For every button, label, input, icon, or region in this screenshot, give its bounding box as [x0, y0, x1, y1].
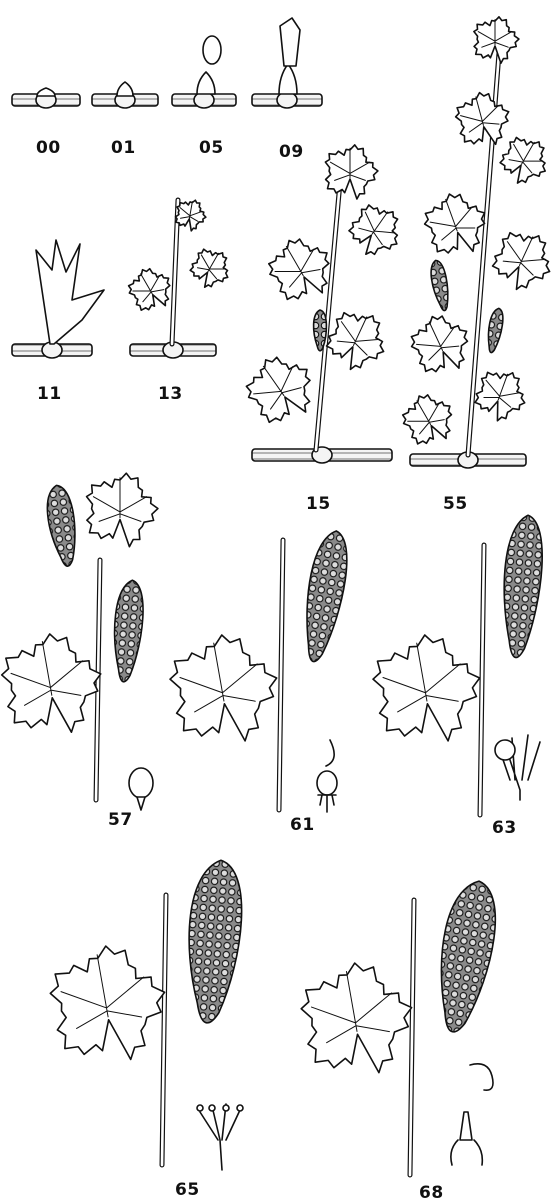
cluster-berries — [181, 858, 246, 1025]
top-leaf — [325, 145, 378, 199]
leaf-blade — [295, 955, 422, 1084]
stage-label-13: 13 — [158, 384, 183, 404]
stage-65-drawing — [44, 858, 247, 1170]
flower-stamens — [318, 795, 336, 812]
stage-label-68: 68 — [419, 1183, 444, 1203]
inflorescence — [314, 310, 327, 351]
stage-label-65: 65 — [175, 1180, 200, 1200]
cluster-berries — [485, 307, 505, 353]
mid-right-leaf — [320, 303, 396, 379]
stage-label-09: 09 — [279, 142, 304, 162]
stage-label-61: 61 — [290, 815, 315, 835]
stage-61-drawing — [164, 528, 353, 812]
green-tip-bud — [279, 64, 297, 94]
flower-stalk — [137, 797, 145, 810]
stage-57-drawing — [0, 473, 158, 810]
cluster-berries — [110, 579, 146, 683]
stage-05-drawing — [172, 36, 236, 108]
stage-label-15: 15 — [306, 494, 331, 514]
tendril — [470, 1064, 493, 1090]
opening-flower — [317, 771, 337, 795]
big-leaf — [367, 627, 489, 752]
stage-01-drawing — [92, 82, 158, 108]
inflorescence-1 — [44, 484, 81, 568]
dormant-bud — [37, 88, 55, 96]
stage-13-drawing — [123, 197, 237, 358]
leaf-blade — [237, 344, 327, 434]
big-leaf — [164, 627, 286, 752]
late-bloom-cluster — [428, 877, 503, 1036]
stage-09-drawing — [252, 18, 322, 108]
cluster-berries — [296, 528, 353, 665]
big-leaf — [0, 626, 110, 742]
leaf-2 — [451, 87, 516, 153]
full-bloom-cluster — [497, 514, 546, 659]
leaf-blade — [367, 627, 489, 752]
big-leaf — [44, 937, 175, 1071]
cluster-berries — [497, 514, 546, 659]
inflorescence-1 — [428, 259, 451, 312]
leaf-7 — [470, 363, 533, 427]
drying-stamens — [451, 1140, 482, 1165]
stage-68-drawing — [295, 877, 503, 1175]
main-shoot-inner — [316, 160, 342, 450]
leaf-3 — [494, 129, 552, 192]
cluster-berries — [428, 877, 503, 1036]
stage-63-drawing — [367, 514, 546, 815]
leaf-blade — [44, 937, 175, 1071]
unfolding-leaves — [36, 240, 104, 344]
bud-tip — [203, 36, 221, 64]
tendril — [326, 740, 334, 766]
top-leaf — [87, 473, 158, 547]
bud-leaves — [280, 18, 300, 66]
leaf-8 — [396, 385, 463, 453]
leaf-2 — [185, 242, 237, 294]
stage-label-57: 57 — [108, 810, 133, 830]
lower-left-leaf — [237, 344, 327, 434]
stage-15-drawing — [237, 145, 411, 463]
closed-flower — [129, 768, 153, 798]
flower-stamens — [200, 1104, 240, 1170]
swelling-bud — [117, 82, 133, 96]
upper-right-leaf — [342, 196, 411, 265]
stage-label-55: 55 — [443, 494, 468, 514]
stage-label-11: 11 — [37, 384, 62, 404]
stage-11-drawing — [12, 240, 104, 358]
stage-55-drawing — [396, 17, 552, 468]
woolly-bud — [197, 72, 215, 94]
leaf-blade — [486, 223, 552, 299]
cluster-berries — [428, 259, 451, 312]
stage-label-05: 05 — [199, 138, 224, 158]
anther — [209, 1105, 215, 1111]
cluster-berries — [44, 484, 81, 568]
stage-label-01: 01 — [111, 138, 136, 158]
inflorescence-2 — [110, 579, 146, 683]
cluster-berries — [314, 310, 327, 351]
stage-label-63: 63 — [492, 818, 517, 838]
stage-00-drawing — [12, 88, 80, 108]
leaf-blade — [87, 473, 158, 547]
leaf-blade — [164, 627, 286, 752]
anther — [223, 1105, 229, 1111]
anther — [197, 1105, 203, 1111]
leaf-6 — [404, 306, 480, 382]
fruit-set-ovary — [460, 1112, 472, 1140]
flowering-cluster — [296, 528, 353, 665]
anther — [237, 1105, 243, 1111]
big-leaf — [295, 955, 422, 1084]
stage-label-00: 00 — [36, 138, 61, 158]
bloom-cluster — [181, 858, 246, 1025]
cap-falling — [495, 740, 515, 760]
inflorescence-2 — [485, 307, 505, 353]
leaf-5 — [486, 223, 552, 299]
